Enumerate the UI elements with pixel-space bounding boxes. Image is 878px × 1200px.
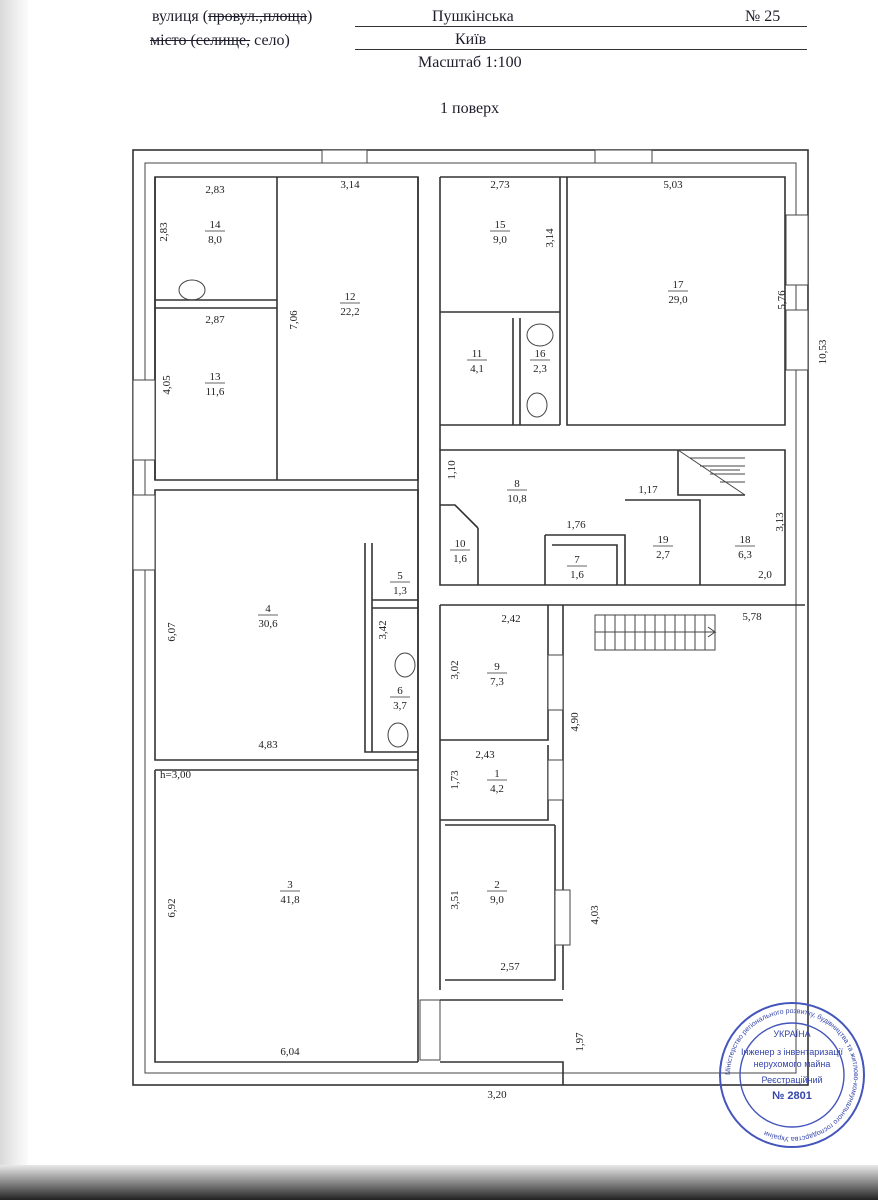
- city-underline: [355, 49, 807, 50]
- dimension-label: 2,73: [490, 179, 510, 191]
- stamp-line2: нерухомого майна: [754, 1059, 831, 1069]
- room-number: 15: [495, 219, 507, 231]
- dimension-label: 3,14: [544, 228, 556, 248]
- street-value: Пушкінська: [432, 8, 514, 25]
- dimension-label: 4,03: [589, 905, 601, 925]
- room-area: 41,8: [280, 894, 300, 906]
- room-number: 18: [740, 534, 752, 546]
- room-number: 13: [210, 371, 222, 383]
- room-area: 10,8: [507, 493, 527, 505]
- dimension-label: 2,83: [205, 184, 225, 196]
- room-area: 2,7: [656, 549, 670, 561]
- dimension-label: 1,73: [449, 770, 461, 790]
- dimension-label: 1,76: [566, 519, 586, 531]
- dimension-label: 1,10: [446, 460, 458, 480]
- room-number: 6: [397, 685, 403, 697]
- dimension-label: 2,43: [475, 749, 495, 761]
- room-area: 11,6: [206, 386, 225, 398]
- floor-label: 1 поверх: [440, 100, 500, 117]
- dimension-label: 3,14: [340, 179, 360, 191]
- dimension-label: 4,83: [258, 739, 278, 751]
- dimension-label: 4,05: [161, 375, 173, 395]
- stamp-line3: Реєстраційний: [761, 1075, 822, 1085]
- room-number: 16: [535, 348, 547, 360]
- interior-walls: [154, 176, 805, 1085]
- room-area: 8,0: [208, 234, 222, 246]
- dimension-label: 6,92: [166, 898, 178, 917]
- room-area: 6,3: [738, 549, 752, 561]
- room-number: 3: [287, 879, 293, 891]
- stamp-country: УКРАЇНА: [773, 1029, 810, 1039]
- sanitary-fixtures: [178, 279, 554, 748]
- room-number: 2: [494, 879, 500, 891]
- street-type-label: вулиця (провул.,площа): [152, 8, 313, 25]
- windows: [132, 149, 809, 1061]
- room-area: 4,2: [490, 783, 504, 795]
- scale-label: Масштаб 1:100: [418, 54, 522, 71]
- room-number: 11: [472, 348, 483, 360]
- outer-walls: [132, 149, 809, 1086]
- room-area: 7,3: [490, 676, 504, 688]
- dimension-label: 2,87: [205, 314, 225, 326]
- dimension-label: 4,90: [569, 712, 581, 732]
- ceiling-height: h=3,00: [160, 769, 191, 781]
- room-area: 9,0: [493, 234, 507, 246]
- stamp-line1: Інженер з інвентаризації: [741, 1047, 844, 1057]
- scan-page-edge: [0, 0, 28, 1170]
- room-number: 7: [574, 554, 580, 566]
- room-labels: 148,01311,61222,2159,01729,0114,1162,381…: [205, 219, 755, 906]
- room-area: 4,1: [470, 363, 484, 375]
- room-area: 9,0: [490, 894, 504, 906]
- city-type-label: місто (селище, село): [150, 32, 290, 49]
- room-number: 12: [345, 291, 356, 303]
- dimension-label: 10,53: [817, 339, 829, 364]
- dimension-label: 3,51: [449, 890, 461, 909]
- dimension-label: 2,57: [500, 961, 520, 973]
- stamp-number: № 2801: [772, 1090, 812, 1102]
- dimension-label: 2,83: [158, 222, 170, 242]
- dimension-label: 1,17: [638, 484, 658, 496]
- city-value: Київ: [455, 31, 487, 48]
- room-number: 8: [514, 478, 520, 490]
- floor-plan: 148,01311,61222,2159,01729,0114,1162,381…: [132, 149, 865, 1148]
- dimension-label: 3,13: [774, 512, 786, 532]
- staircase-upper: [677, 449, 746, 496]
- registration-stamp: УКРАЇНА Інженер з інвентаризації нерухом…: [719, 1002, 865, 1148]
- room-area: 30,6: [258, 618, 278, 630]
- dimension-label: 5,76: [776, 290, 788, 310]
- dimension-label: 6,07: [166, 622, 178, 642]
- dimension-label: 3,02: [449, 660, 461, 679]
- room-area: 2,3: [533, 363, 547, 375]
- room-number: 14: [210, 219, 222, 231]
- room-area: 29,0: [668, 294, 688, 306]
- room-number: 4: [265, 603, 271, 615]
- room-number: 10: [455, 538, 467, 550]
- dimension-label: 3,20: [487, 1089, 507, 1101]
- room-number: 9: [494, 661, 500, 673]
- street-underline: [355, 26, 807, 27]
- room-number: 17: [673, 279, 685, 291]
- room-number: 1: [494, 768, 500, 780]
- house-number: № 25: [745, 8, 781, 25]
- room-area: 3,7: [393, 700, 407, 712]
- room-area: 1,3: [393, 585, 407, 597]
- dimension-label: 2,0: [758, 569, 772, 581]
- dimension-label: 7,06: [288, 310, 300, 330]
- dimension-label: 6,04: [280, 1046, 300, 1058]
- scan-bottom-edge: [0, 1165, 878, 1200]
- room-area: 1,6: [453, 553, 467, 565]
- room-number: 19: [658, 534, 670, 546]
- dimension-label: 3,42: [377, 620, 389, 639]
- staircase-lower: [594, 614, 717, 651]
- dimension-label: 2,42: [501, 613, 520, 625]
- dimension-label: 1,97: [574, 1032, 586, 1052]
- room-number: 5: [397, 570, 403, 582]
- room-area: 22,2: [340, 306, 359, 318]
- room-area: 1,6: [570, 569, 584, 581]
- dimension-label: 5,03: [663, 179, 683, 191]
- dimension-label: 5,78: [742, 611, 762, 623]
